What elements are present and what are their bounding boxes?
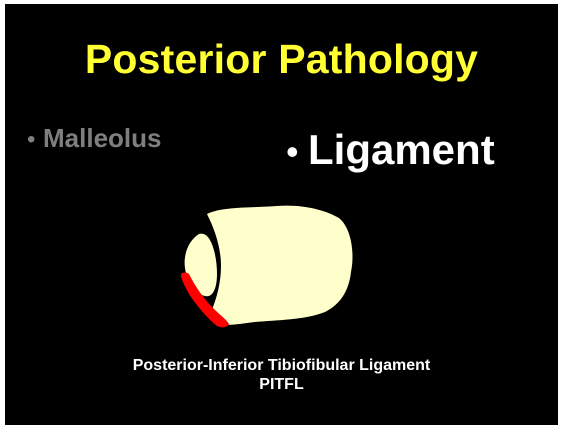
bullet-malleolus: •Malleolus: [27, 121, 161, 157]
tibia-shape: [207, 206, 353, 325]
caption: Posterior-Inferior Tibiofibular Ligament…: [5, 356, 558, 394]
slide-title: Posterior Pathology: [5, 32, 558, 86]
ankle-diagram: [165, 200, 365, 340]
bullet-marker: •: [286, 125, 308, 179]
caption-line-1: Posterior-Inferior Tibiofibular Ligament: [5, 356, 558, 375]
slide: Posterior Pathology •Malleolus •Ligament…: [5, 4, 558, 425]
caption-line-2: PITFL: [5, 375, 558, 394]
bullet-marker: •: [27, 123, 43, 157]
bullet-ligament-label: Ligament: [308, 126, 495, 173]
bullet-ligament: •Ligament: [286, 123, 495, 179]
bullet-malleolus-label: Malleolus: [43, 123, 161, 153]
